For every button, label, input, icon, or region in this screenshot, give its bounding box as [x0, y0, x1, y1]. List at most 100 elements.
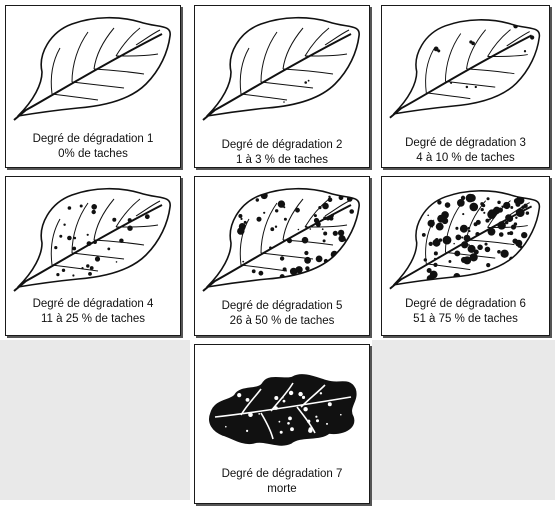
damage-spot: [466, 86, 468, 88]
damage-spot: [256, 198, 259, 201]
dead-leaf-speck: [225, 426, 227, 428]
panel-title: Degré de dégradation 7: [195, 467, 369, 482]
damage-spot: [493, 207, 500, 214]
damage-spot: [64, 258, 66, 260]
damage-spot: [278, 200, 285, 207]
dead-leaf-speck: [315, 416, 317, 418]
leaf-illustration-degree-6: [388, 183, 545, 293]
damage-spot: [305, 226, 307, 228]
damage-spot: [275, 209, 278, 212]
damage-spot: [287, 238, 292, 243]
dead-leaf-speck: [303, 407, 307, 411]
damage-spot: [428, 220, 435, 227]
damage-spot: [497, 250, 501, 254]
leaf-illustration-degree-1: [12, 12, 176, 122]
dead-leaf-speck: [340, 414, 342, 416]
panel-title: Degré de dégradation 3: [382, 136, 549, 151]
dead-leaf-speck: [320, 392, 322, 394]
panel-title: Degré de dégradation 1: [6, 132, 180, 147]
damage-spot: [283, 101, 285, 103]
damage-spot: [497, 201, 500, 204]
dead-leaf-speck: [274, 396, 278, 400]
damage-spot: [453, 243, 455, 245]
damage-spot: [349, 209, 354, 214]
damage-spot: [323, 239, 326, 242]
damage-spot: [434, 258, 436, 260]
damage-spot: [238, 214, 242, 218]
damage-spot: [462, 213, 464, 215]
damage-spot: [318, 206, 321, 209]
damage-spot: [242, 261, 244, 263]
damage-spot: [445, 202, 451, 208]
damage-spot: [68, 206, 72, 210]
dead-leaf-speck: [287, 422, 290, 425]
damage-spot: [434, 251, 438, 255]
damage-spot: [275, 226, 277, 228]
dead-leaf-speck: [302, 396, 305, 399]
damage-spot: [530, 35, 534, 39]
dead-leaf-speck: [288, 417, 292, 421]
damage-spot: [497, 221, 505, 229]
damage-spot: [516, 208, 525, 217]
damage-spot: [455, 234, 461, 240]
dead-leaf-speck: [248, 412, 253, 417]
damage-spot: [257, 217, 262, 222]
dead-leaf-speck: [280, 431, 283, 434]
damage-spot: [86, 264, 89, 267]
damage-spot: [475, 86, 477, 88]
damage-spot: [450, 82, 452, 84]
damage-spot: [431, 226, 433, 228]
damage-spot: [59, 235, 62, 238]
dead-leaf-speck: [316, 419, 319, 422]
dead-leaf-speck: [237, 393, 241, 397]
dead-leaf-speck: [289, 391, 293, 395]
damage-spot: [498, 266, 507, 275]
damage-spot: [437, 200, 441, 204]
damage-spot: [300, 275, 302, 277]
damage-spot: [310, 228, 312, 230]
dead-leaf-speck: [308, 429, 312, 433]
damage-spot: [239, 228, 244, 233]
damage-spot: [269, 246, 272, 249]
damage-spot: [72, 247, 76, 251]
damage-spot: [441, 211, 449, 219]
damage-spot: [270, 227, 274, 231]
panel-title: Degré de dégradation 4: [6, 297, 180, 312]
damage-spot: [95, 256, 100, 261]
dead-leaf-speck: [328, 402, 332, 406]
damage-spot: [476, 220, 481, 225]
damage-spot: [316, 222, 321, 227]
damage-spot: [80, 205, 83, 208]
panel-degree-7: Degré de dégradation 7 morte: [194, 344, 370, 504]
background-scan-remnant: [372, 340, 555, 500]
caption: Degré de dégradation 7 morte: [195, 467, 369, 497]
damage-spot: [453, 273, 460, 280]
dead-leaf-speck: [258, 413, 260, 415]
damage-spot: [87, 234, 89, 236]
damage-spot: [507, 232, 510, 235]
damage-spot: [429, 242, 433, 246]
damage-spot: [524, 50, 526, 52]
damage-spot: [480, 202, 483, 205]
damage-spot: [72, 274, 74, 276]
panel-degree-2: Degré de dégradation 2 1 à 3 % de taches: [194, 5, 370, 168]
damage-spot: [424, 258, 427, 261]
damage-spot: [284, 218, 287, 221]
damage-spot: [252, 269, 256, 273]
panel-subtitle: 0% de taches: [6, 147, 180, 162]
damage-spot: [328, 197, 333, 202]
damage-spot: [464, 235, 471, 242]
damage-spot: [63, 224, 65, 226]
damage-spot: [521, 232, 527, 238]
damage-spot: [240, 218, 242, 220]
damage-spot: [91, 204, 97, 210]
damage-spot: [461, 241, 468, 248]
caption: Degré de dégradation 3 4 à 10 % de tache…: [382, 136, 549, 166]
damage-spot: [74, 237, 77, 240]
panel-subtitle: 11 à 25 % de taches: [6, 312, 180, 327]
leaf-illustration-degree-5: [201, 183, 365, 293]
background-scan-remnant: [0, 340, 190, 500]
damage-spot: [112, 218, 116, 222]
damage-spot: [510, 206, 513, 209]
